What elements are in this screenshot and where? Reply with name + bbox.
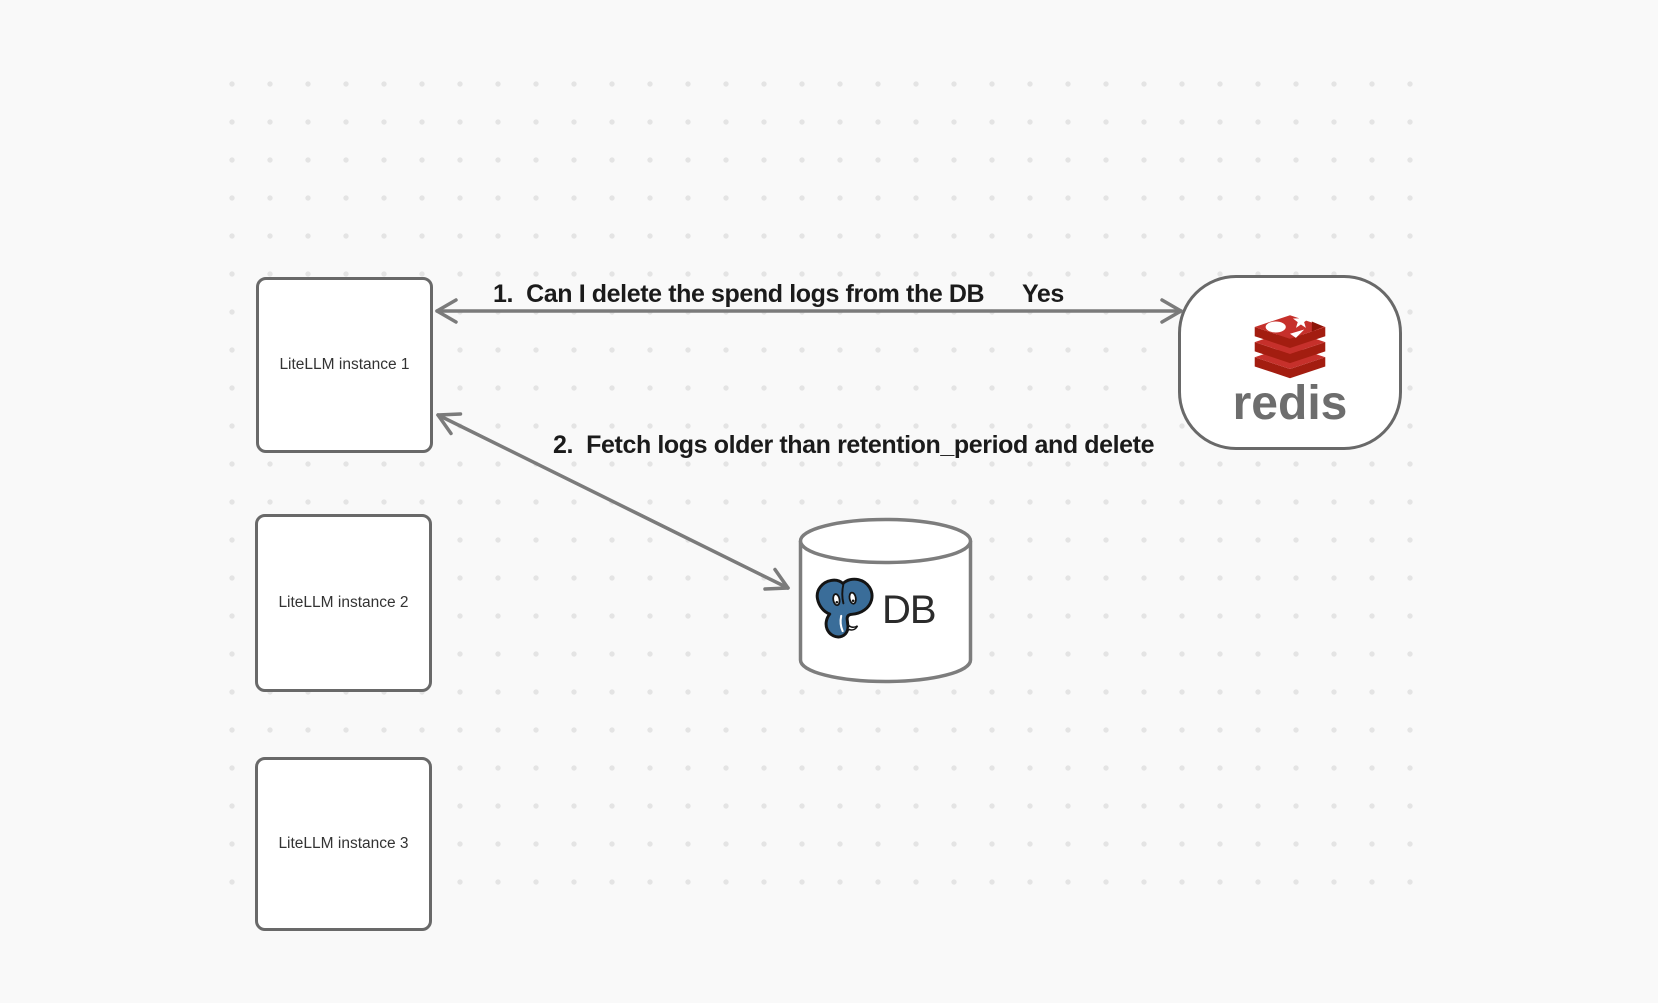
node-litellm-instance-3-label: LiteLLM instance 3 xyxy=(278,835,409,852)
node-litellm-instance-2-label: LiteLLM instance 2 xyxy=(278,594,409,611)
node-litellm-instance-1[interactable]: LiteLLM instance 1 xyxy=(256,277,433,453)
database-label: DB xyxy=(882,587,937,632)
node-litellm-instance-2[interactable]: LiteLLM instance 2 xyxy=(255,514,432,692)
postgresql-elephant-icon xyxy=(815,577,874,639)
redis-logo-icon xyxy=(1254,312,1326,379)
node-litellm-instance-3[interactable]: LiteLLM instance 3 xyxy=(255,757,432,931)
arrow-1-label[interactable]: 1. Can I delete the spend logs from the … xyxy=(493,280,985,308)
database-cylinder xyxy=(798,517,973,684)
node-litellm-instance-1-label: LiteLLM instance 1 xyxy=(279,356,410,373)
database-content: DB xyxy=(808,573,937,647)
node-redis[interactable]: redis xyxy=(1178,275,1402,450)
redis-wordmark: redis xyxy=(1232,376,1348,430)
node-database[interactable]: DB xyxy=(798,517,973,685)
arrow-2-label[interactable]: 2. Fetch logs older than retention_perio… xyxy=(553,431,1155,459)
arrow-1-response-label[interactable]: Yes xyxy=(1022,280,1064,308)
